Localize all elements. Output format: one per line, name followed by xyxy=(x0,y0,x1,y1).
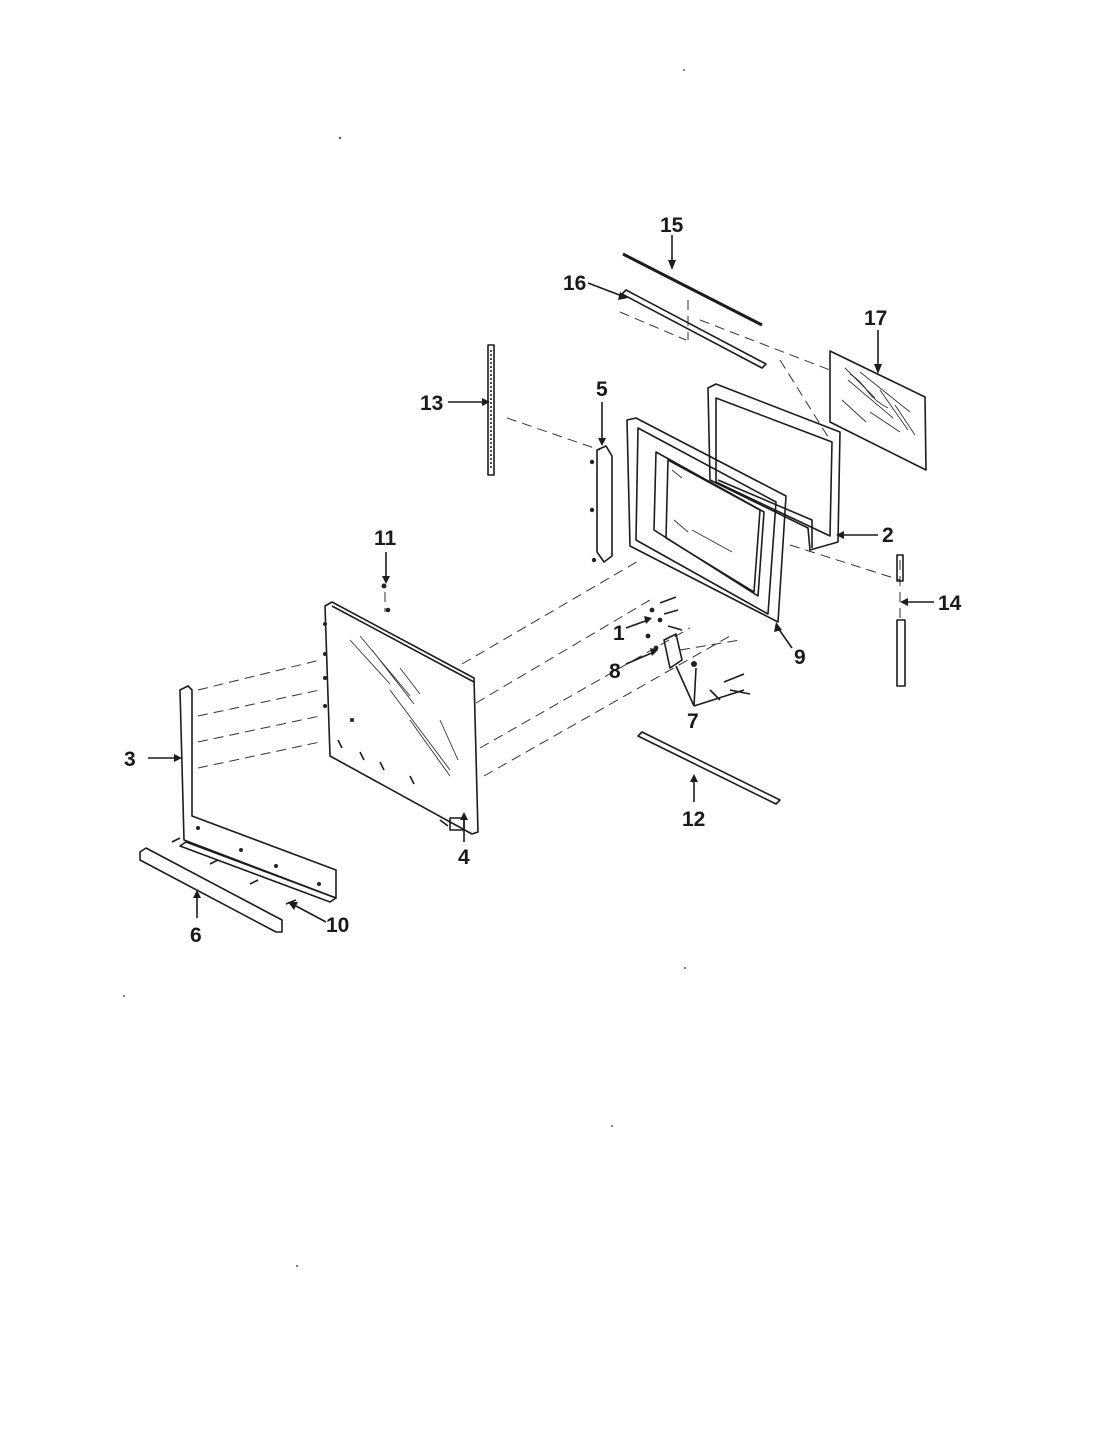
part-17-outer-glass xyxy=(829,350,927,471)
part-10-screws xyxy=(171,837,297,905)
callout-4: 4 xyxy=(458,846,470,869)
callout-14: 14 xyxy=(938,592,962,615)
callout-16: 16 xyxy=(563,272,586,295)
part-12-bottom-strip xyxy=(637,731,781,805)
callout-10: 10 xyxy=(326,914,349,937)
hinge-hardware-cluster xyxy=(645,596,751,701)
part-6-bottom-strip xyxy=(139,847,283,933)
callout-12: 12 xyxy=(682,808,705,831)
part-14-handle-post xyxy=(896,554,906,687)
callout-5: 5 xyxy=(596,378,608,401)
callout-9: 9 xyxy=(794,646,806,669)
callout-leaders xyxy=(148,235,934,923)
callout-11: 11 xyxy=(374,527,397,550)
callout-13: 13 xyxy=(420,392,443,415)
scan-specks xyxy=(123,69,686,1267)
part-15-top-seal xyxy=(622,252,763,327)
callout-2: 2 xyxy=(882,524,894,547)
part-13-side-gasket xyxy=(487,344,495,476)
callout-8: 8 xyxy=(609,660,621,683)
callout-1: 1 xyxy=(613,622,625,645)
part-5-hinge-bracket xyxy=(589,445,613,563)
part-9-inner-door-frame xyxy=(626,417,787,623)
callout-17: 17 xyxy=(864,307,887,330)
callout-6: 6 xyxy=(190,924,202,947)
callout-7: 7 xyxy=(687,710,699,733)
part-11-screw xyxy=(381,583,387,589)
callout-15: 15 xyxy=(660,214,684,237)
part-2-glass-frame xyxy=(707,383,841,551)
callout-3: 3 xyxy=(124,748,136,771)
part-3-frame-channel xyxy=(179,685,337,903)
part-16-top-trim xyxy=(621,289,767,369)
callout-labels: 15 16 17 13 5 2 11 14 1 9 8 3 7 12 4 6 1… xyxy=(124,214,962,947)
part-4-outer-door-panel xyxy=(323,601,479,835)
assembly-guide-lines xyxy=(197,300,901,777)
